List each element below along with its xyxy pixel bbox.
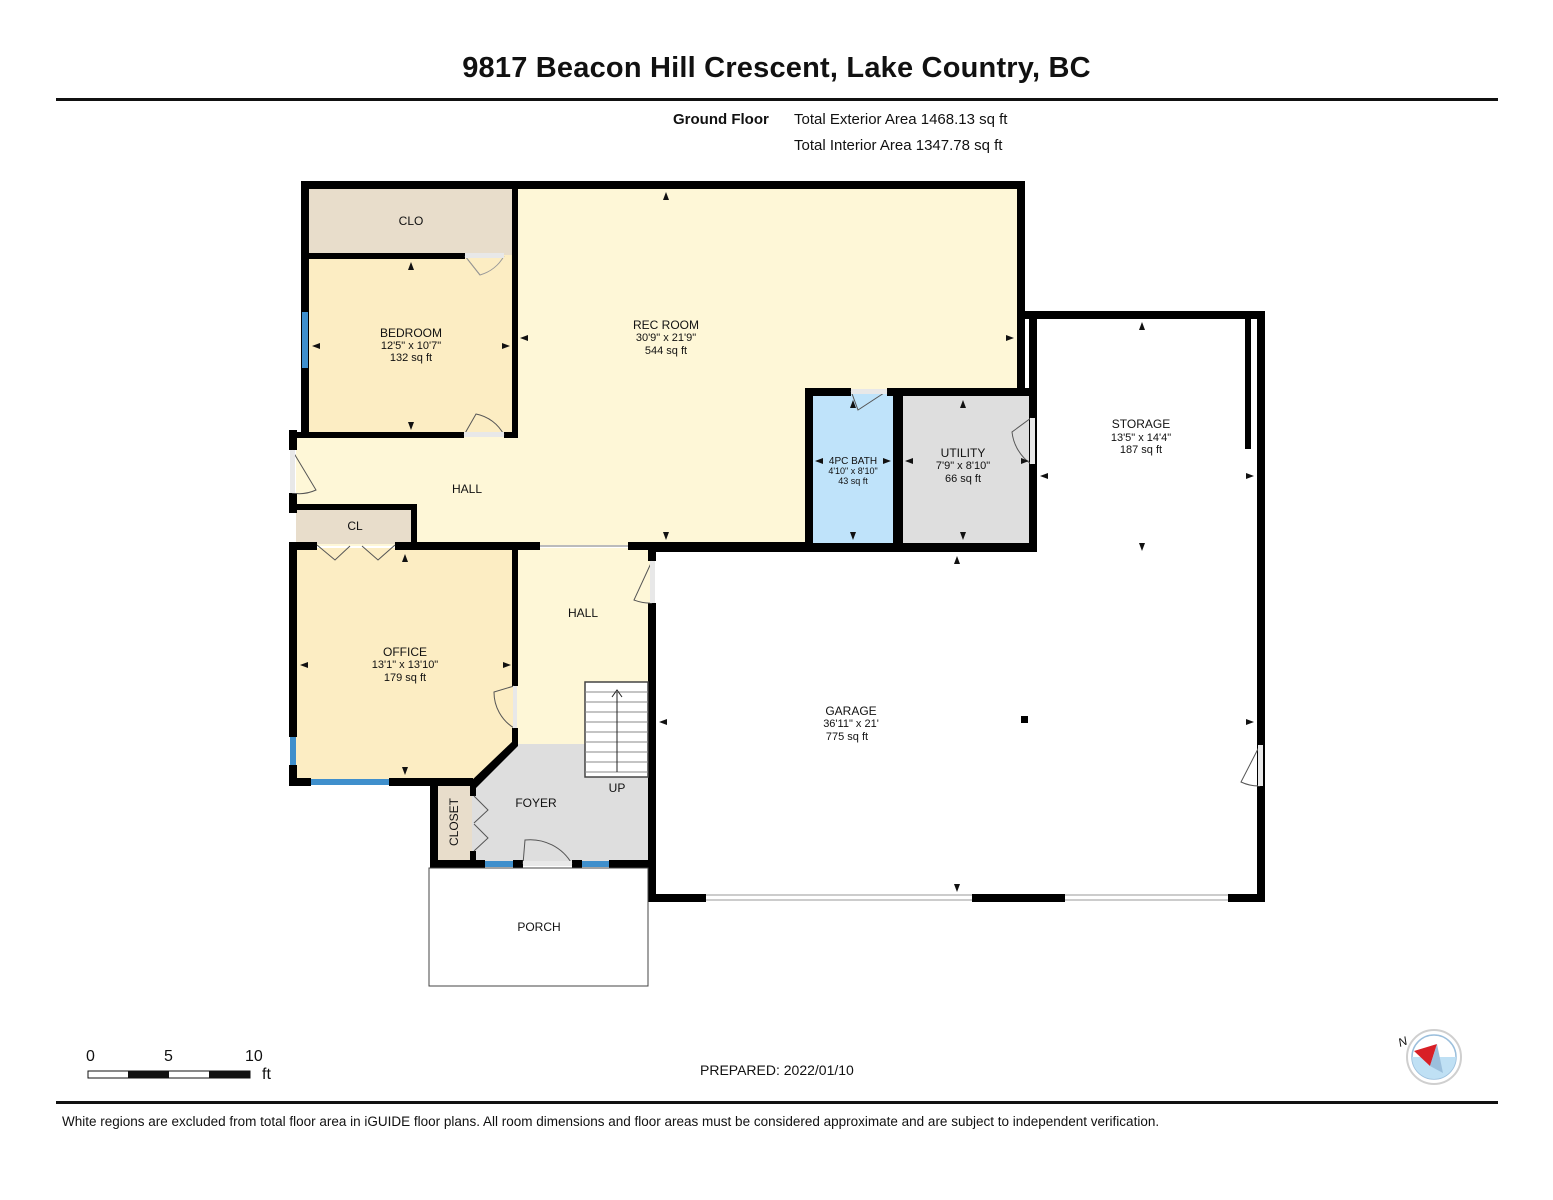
- porch-outline: [428, 867, 649, 987]
- utility-label: UTILITY: [941, 446, 986, 460]
- scale-zero: 0: [86, 1048, 95, 1065]
- cl-label: CL: [347, 519, 363, 533]
- plan-title: 9817 Beacon Hill Crescent, Lake Country,…: [462, 52, 1091, 84]
- foyer-window-right: [582, 861, 609, 867]
- bath-label: 4PC BATH: [829, 456, 877, 467]
- hall-lower-label: HALL: [568, 606, 598, 620]
- garage-doors: [706, 894, 1228, 901]
- scale-unit: ft: [262, 1066, 271, 1083]
- scale-bar: [87, 1070, 251, 1079]
- bedroom-label: BEDROOM: [380, 326, 442, 340]
- office-window-left: [290, 737, 296, 765]
- office-area: 179 sq ft: [384, 672, 426, 684]
- garage-area: 775 sq ft: [826, 731, 868, 743]
- storage-area: 187 sq ft: [1120, 444, 1162, 456]
- prepared-date: PREPARED: 2022/01/10: [700, 1062, 854, 1078]
- storage-dims: 13'5" x 14'4": [1111, 432, 1171, 444]
- scale-five: 5: [164, 1048, 173, 1065]
- rec-room-dims: 30'9" x 21'9": [636, 332, 696, 344]
- foyer-window-left: [485, 861, 513, 867]
- porch-label: PORCH: [517, 920, 560, 934]
- room-fills: [296, 188, 1033, 862]
- foyer-label: FOYER: [515, 796, 557, 810]
- hall-upper-label: HALL: [452, 482, 482, 496]
- bedroom-dims: 12'5" x 10'7": [381, 340, 441, 352]
- bedroom-window: [302, 312, 308, 368]
- title-divider: [56, 98, 1498, 101]
- office-window-bottom: [311, 779, 389, 785]
- office-fill: [296, 548, 515, 780]
- compass-label: N: [1396, 1034, 1409, 1050]
- walls: [289, 181, 1265, 902]
- bedroom-area: 132 sq ft: [390, 352, 432, 364]
- scale-ten: 10: [245, 1048, 263, 1065]
- office-label: OFFICE: [383, 645, 427, 659]
- disclaimer: White regions are excluded from total fl…: [62, 1114, 1160, 1129]
- garage-dims: 36'11" x 21': [823, 718, 879, 730]
- utility-area: 66 sq ft: [945, 473, 981, 485]
- stairs-up-label: UP: [609, 781, 626, 795]
- bath-fill: [811, 393, 897, 545]
- utility-dims: 7'9" x 8'10": [936, 460, 990, 472]
- footer-divider: [56, 1101, 1498, 1104]
- storage-label: STORAGE: [1112, 417, 1170, 431]
- clo-label: CLO: [399, 214, 424, 228]
- utility-fill: [897, 393, 1033, 545]
- bath-dims: 4'10" x 8'10": [828, 466, 877, 476]
- floor-label: Ground Floor: [673, 111, 769, 128]
- interior-area: Total Interior Area 1347.78 sq ft: [794, 137, 1003, 154]
- office-dims: 13'1" x 13'10": [372, 659, 439, 671]
- exterior-area: Total Exterior Area 1468.13 sq ft: [794, 111, 1008, 128]
- rec-room-area: 544 sq ft: [645, 345, 687, 357]
- windows: [290, 312, 609, 867]
- north-arrow-icon: [1406, 1029, 1462, 1085]
- door-gaps: [290, 253, 1263, 866]
- cl-fill: [296, 509, 414, 544]
- closet-fill: [436, 785, 472, 862]
- garage-label: GARAGE: [825, 704, 876, 718]
- closet-label: CLOSET: [447, 797, 461, 846]
- dimension-markers: [300, 192, 1254, 892]
- clo-fill: [305, 188, 516, 255]
- rec-room-label: REC ROOM: [633, 318, 699, 332]
- stairs: [584, 681, 649, 778]
- bedroom-fill: [305, 255, 516, 435]
- bath-area: 43 sq ft: [838, 476, 868, 486]
